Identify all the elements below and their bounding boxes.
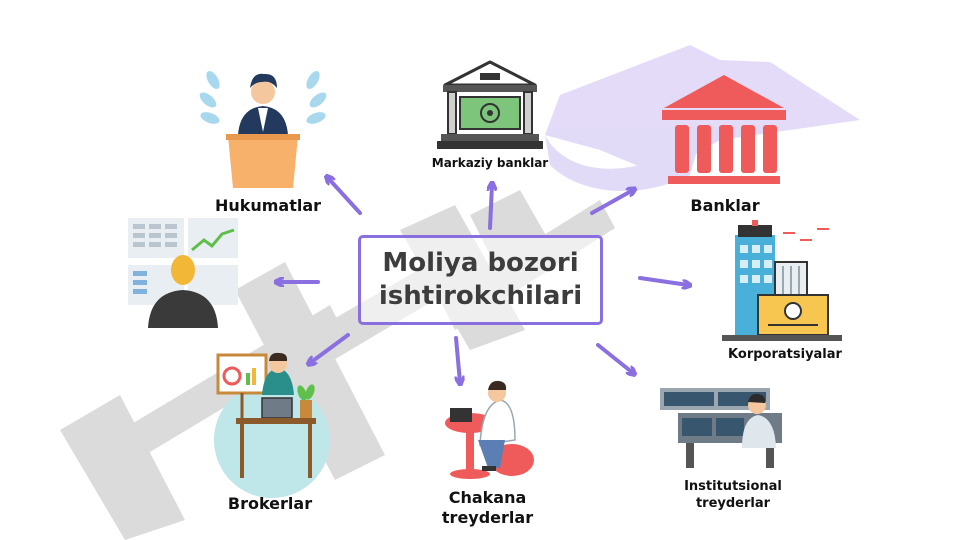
label-retail-line1: Chakana: [448, 488, 527, 507]
arrow-to-retail: [454, 336, 460, 382]
label-central-banks: Markaziy banklar: [431, 156, 549, 170]
broker-desk-icon: [214, 352, 330, 498]
label-institutional-line2: treyderlar: [695, 496, 771, 511]
arrow-to-banks: [590, 190, 633, 215]
label-brokers: Brokerlar: [227, 494, 313, 513]
label-institutional-traders: Institutsional treyderlar: [668, 478, 798, 512]
arrow-to-central-banks: [490, 185, 492, 230]
arrow-to-governments: [328, 178, 362, 215]
government-speaker-icon: [199, 70, 327, 188]
institutional-trader-icon: [660, 388, 782, 468]
center-title-line1: Moliya bozori: [382, 248, 579, 278]
center-title-box: Moliya bozori ishtirokchilari: [358, 235, 603, 325]
label-retail-line2: treyderlar: [441, 508, 534, 527]
central-bank-icon: [437, 60, 543, 149]
arrow-to-brokers: [310, 333, 350, 363]
arrow-to-institutional: [596, 343, 633, 373]
analyst-screens-icon: [128, 218, 238, 328]
label-corporations: Korporatsiyalar: [728, 347, 842, 362]
label-governments: Hukumatlar: [214, 196, 322, 215]
retail-trader-icon: [445, 380, 534, 479]
label-retail-traders: Chakana treyderlar: [425, 488, 550, 528]
bank-icon: [662, 75, 786, 184]
corporation-icon: [722, 220, 842, 341]
arrow-to-corporations: [638, 276, 688, 285]
label-banks: Banklar: [690, 196, 760, 215]
label-institutional-line1: Institutsional: [684, 479, 782, 494]
center-title-line2: ishtirokchilari: [378, 281, 583, 311]
